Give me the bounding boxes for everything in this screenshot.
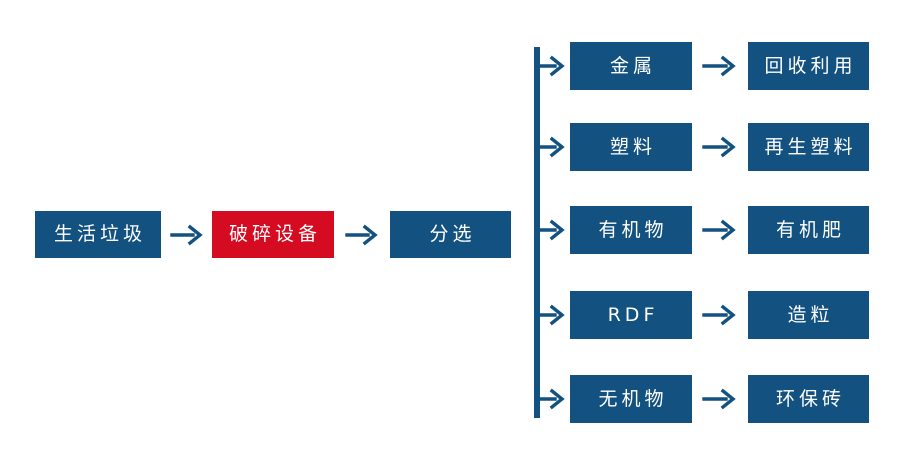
node-product-recycled-plastic[interactable]: 再生塑料	[748, 123, 869, 171]
arrow-organic-to-fertilizer	[702, 219, 736, 241]
arrow-trunk-to-rdf	[534, 304, 565, 326]
node-household-waste[interactable]: 生活垃圾	[35, 211, 161, 258]
node-product-organic-fertilizer[interactable]: 有机肥	[748, 206, 869, 254]
node-product-pelletizing[interactable]: 造粒	[748, 291, 869, 339]
branch-trunk-line	[534, 47, 540, 418]
arrow-trunk-to-plastic	[534, 136, 565, 158]
node-material-rdf[interactable]: RDF	[570, 291, 692, 339]
arrow-plastic-to-recycled-plastic	[702, 136, 736, 158]
node-material-plastic[interactable]: 塑料	[570, 123, 692, 171]
arrow-metal-to-recycling	[702, 55, 736, 77]
node-material-inorganic[interactable]: 无机物	[570, 375, 692, 423]
node-product-recycling[interactable]: 回收利用	[748, 42, 869, 90]
arrow-trunk-to-organic	[534, 219, 565, 241]
node-crushing-equipment[interactable]: 破碎设备	[212, 211, 334, 258]
node-material-organic[interactable]: 有机物	[570, 206, 692, 254]
arrow-waste-to-crusher	[170, 224, 203, 246]
node-material-metal[interactable]: 金属	[570, 42, 692, 90]
arrow-trunk-to-metal	[534, 55, 565, 77]
arrow-trunk-to-inorganic	[534, 388, 565, 410]
arrow-inorganic-to-eco-brick	[702, 388, 736, 410]
node-product-eco-brick[interactable]: 环保砖	[748, 375, 869, 423]
arrow-rdf-to-pelletizing	[702, 304, 736, 326]
arrow-crusher-to-sorting	[345, 224, 378, 246]
node-sorting[interactable]: 分选	[390, 211, 511, 258]
